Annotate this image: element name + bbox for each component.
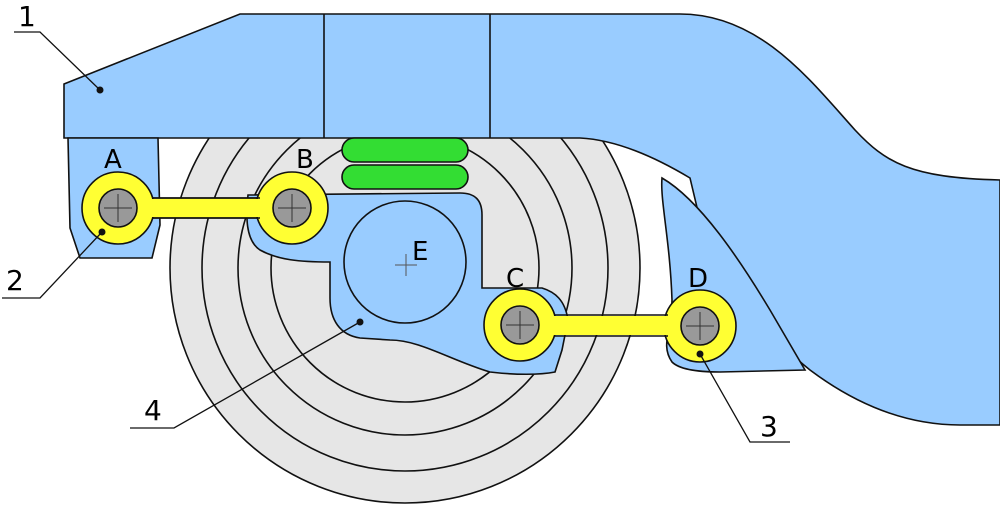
label-point-a: A [104, 145, 122, 175]
callout-leaders [2, 31, 790, 443]
pin-b [272, 188, 312, 228]
label-point-c: C [506, 264, 524, 294]
leader-1 [14, 31, 101, 91]
leader-2 [2, 231, 103, 299]
leader-3 [699, 353, 790, 443]
spring [341, 137, 469, 190]
axle-e [343, 200, 467, 324]
pin-a [98, 188, 138, 228]
callout-2: 2 [6, 264, 24, 297]
pins [98, 188, 720, 346]
spring-coil-top [341, 137, 469, 163]
dot-3 [696, 350, 704, 358]
callout-dots [96, 86, 704, 358]
callout-4: 4 [144, 394, 162, 427]
callout-1: 1 [18, 0, 36, 33]
dot-2 [98, 228, 106, 236]
dot-1 [96, 86, 104, 94]
pin-d [680, 306, 720, 346]
label-point-d: D [688, 264, 708, 294]
pin-c [500, 305, 540, 345]
link-ab-bar-fill [146, 199, 266, 217]
link-cd-bar-fill [548, 316, 674, 335]
leader-4 [130, 321, 361, 429]
dot-4 [356, 318, 364, 326]
label-point-b: B [296, 145, 314, 175]
callout-3: 3 [760, 410, 778, 443]
label-point-e: E [412, 237, 428, 267]
axle-circle [343, 200, 467, 324]
spring-coil-bottom [341, 164, 469, 190]
link-cd [483, 288, 737, 363]
